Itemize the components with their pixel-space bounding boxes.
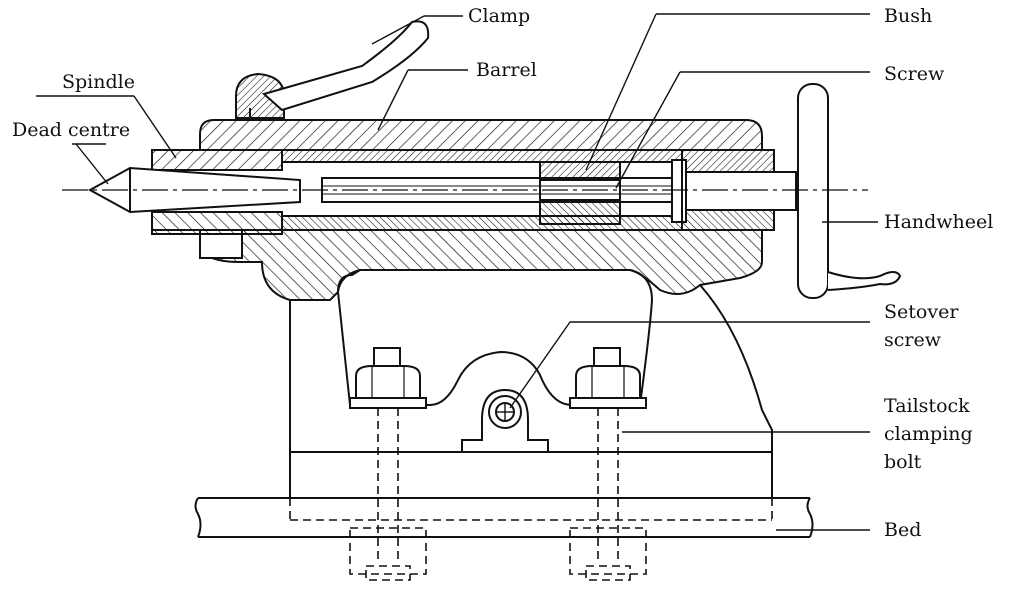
bed xyxy=(194,497,814,538)
label-tailstock-2: clamping xyxy=(884,423,973,445)
clamping-bolt-right xyxy=(569,347,647,581)
leader-lines xyxy=(36,13,878,531)
label-handwheel: Handwheel xyxy=(884,211,993,233)
label-spindle: Spindle xyxy=(62,71,135,93)
handwheel xyxy=(797,83,902,299)
label-setover-2: screw xyxy=(884,329,942,351)
label-bed: Bed xyxy=(884,519,921,541)
bush xyxy=(539,161,621,225)
label-tailstock-1: Tailstock xyxy=(884,395,970,417)
clamp xyxy=(235,20,430,119)
rear-bearing xyxy=(671,149,797,231)
label-dead-centre: Dead centre xyxy=(12,119,130,141)
spindle xyxy=(151,149,683,235)
clamping-bolt-left xyxy=(349,347,427,581)
label-barrel: Barrel xyxy=(476,59,537,81)
label-screw: Screw xyxy=(884,63,945,85)
label-setover-1: Setover xyxy=(884,301,959,323)
labels: Clamp Bush Barrel Screw Spindle Dead cen… xyxy=(12,5,993,541)
label-clamp: Clamp xyxy=(468,5,530,27)
label-bush: Bush xyxy=(884,5,932,27)
label-tailstock-3: bolt xyxy=(884,451,922,473)
barrel-housing xyxy=(199,119,763,301)
setover-screw xyxy=(461,388,549,453)
